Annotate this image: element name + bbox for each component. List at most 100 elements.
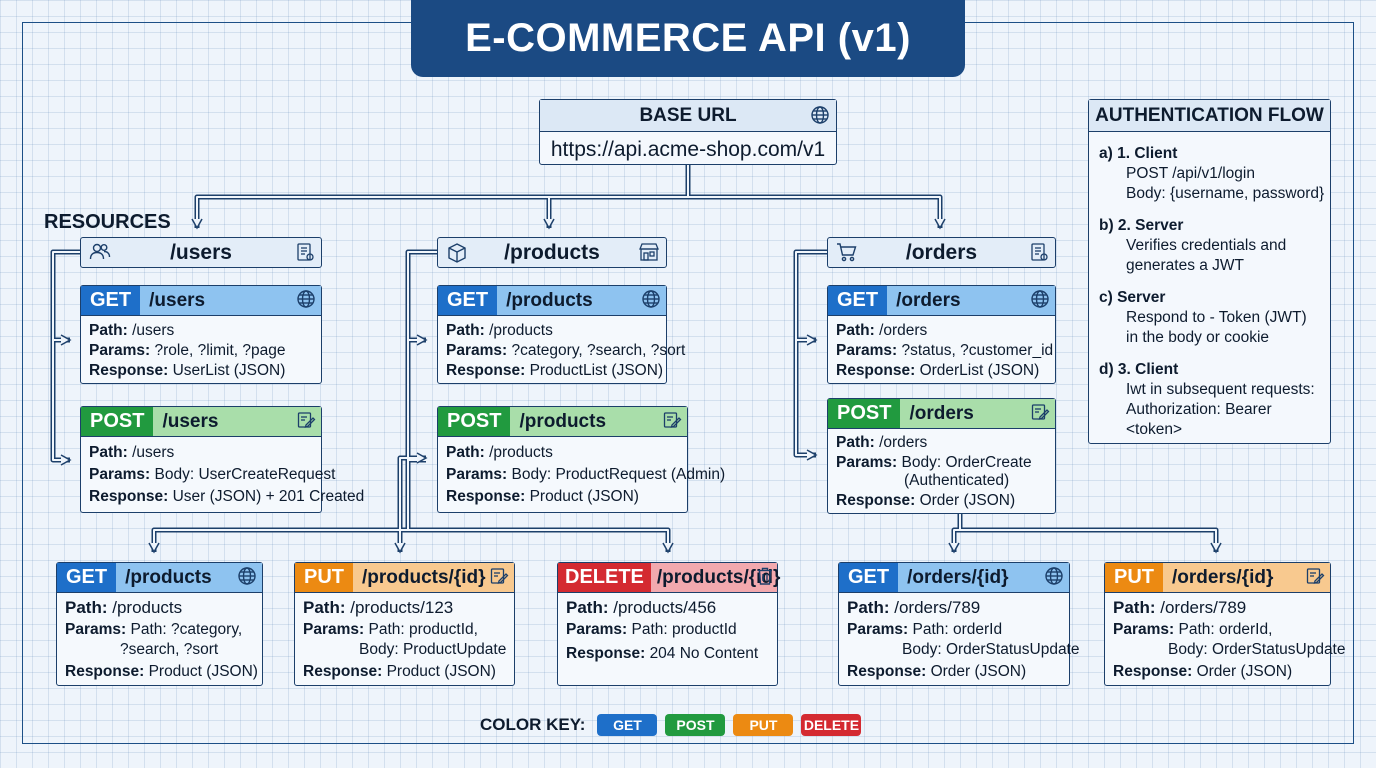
globe-icon <box>296 289 316 314</box>
response-label: Response: <box>1113 663 1193 680</box>
params-value: Path: orderId, <box>1178 621 1273 638</box>
params-label: Params: <box>836 454 898 471</box>
params-continuation: Body: OrderStatusUpdate <box>1168 641 1346 658</box>
document-icon <box>1029 242 1049 268</box>
auth-step: c) Server Respond to - Token (JWT) in th… <box>1089 288 1330 348</box>
base-url-label: BASE URL <box>639 104 737 126</box>
endpoint-path: /products <box>519 410 607 432</box>
response-label: Response: <box>847 663 927 680</box>
response-label: Response: <box>303 663 383 680</box>
method-badge: POST <box>828 399 901 428</box>
response-value: User (JSON) + 201 Created <box>172 488 365 505</box>
params-label: Params: <box>1113 621 1175 638</box>
path-label: Path: <box>836 322 875 339</box>
params-label: Params: <box>89 466 151 483</box>
response-value: Order (JSON) <box>1196 663 1293 680</box>
auth-step-label: a) 1. Client <box>1099 145 1178 162</box>
params-value: Path: productId, <box>368 621 478 638</box>
endpoint-path: /orders <box>909 402 974 424</box>
params-value: Body: UserCreateRequest <box>154 466 336 483</box>
path-label: Path: <box>566 598 609 617</box>
endpoint-card-get-products-detail[interactable]: GET/products Path: /products Params: Pat… <box>56 562 263 686</box>
auth-step-line: Body: {username, password} <box>1126 185 1325 202</box>
endpoint-card-put-products[interactable]: PUT/products/{id} Path: /products/123 Pa… <box>294 562 515 686</box>
response-value: OrderList (JSON) <box>919 362 1040 379</box>
path-label: Path: <box>847 598 890 617</box>
path-value: /products <box>489 444 553 461</box>
authentication-flow-panel: AUTHENTICATION FLOW a) 1. Client POST /a… <box>1088 99 1331 444</box>
response-label: Response: <box>446 362 526 379</box>
color-key-label: COLOR KEY: <box>480 715 586 734</box>
params-label: Params: <box>65 621 127 638</box>
path-label: Path: <box>1113 598 1156 617</box>
endpoint-card-put-orders[interactable]: PUT/orders/{id} Path: /orders/789 Params… <box>1104 562 1346 686</box>
endpoint-card-post-users[interactable]: POST/users Path: /users Params: Body: Us… <box>80 406 364 513</box>
response-value: Product (JSON) <box>386 663 496 680</box>
auth-step-line: in the body or cookie <box>1126 329 1270 346</box>
path-value: /orders/789 <box>1160 598 1247 617</box>
edit-icon <box>489 566 509 591</box>
params-continuation: Body: OrderStatusUpdate <box>902 641 1080 658</box>
auth-step-label: b) 2. Server <box>1099 217 1184 234</box>
resource-orders-header[interactable]: /orders <box>827 237 1056 268</box>
response-label: Response: <box>836 492 916 509</box>
base-url-box: BASE URL https://api.acme-shop.com/v1 <box>539 99 837 165</box>
path-value: /users <box>132 322 175 339</box>
endpoint-card-get-users[interactable]: GET/users Path: /users Params: ?role, ?l… <box>80 285 322 384</box>
edit-icon <box>662 410 682 435</box>
params-value: Path: ?category, <box>130 621 243 638</box>
endpoint-path: /users <box>149 289 206 311</box>
response-value: Order (JSON) <box>930 663 1027 680</box>
auth-step: a) 1. Client POST /api/v1/login Body: {u… <box>1089 144 1330 204</box>
color-key-post: POST <box>665 714 726 736</box>
page-title: E-COMMERCE API (v1) <box>411 0 965 77</box>
response-label: Response: <box>566 645 646 662</box>
auth-step: b) 2. Server Verifies credentials and ge… <box>1089 216 1330 276</box>
globe-icon <box>1030 289 1050 314</box>
method-badge: GET <box>438 286 498 315</box>
method-badge: GET <box>81 286 141 315</box>
response-value: Product (JSON) <box>148 663 258 680</box>
globe-icon <box>641 289 661 314</box>
params-value: Body: OrderCreate <box>901 454 1032 471</box>
endpoint-card-get-products[interactable]: GET/products Path: /products Params: ?ca… <box>437 285 685 384</box>
document-icon <box>295 242 315 268</box>
edit-icon <box>1030 402 1050 427</box>
edit-icon <box>296 410 316 435</box>
base-url-value[interactable]: https://api.acme-shop.com/v1 <box>550 138 826 161</box>
resource-products-header[interactable]: /products <box>437 237 667 268</box>
params-label: Params: <box>446 342 508 359</box>
endpoint-path: /users <box>162 410 219 432</box>
method-badge: GET <box>828 286 888 315</box>
endpoint-card-delete-products[interactable]: DELETE/products/{id} Path: /products/456… <box>557 562 780 686</box>
response-label: Response: <box>89 362 169 379</box>
endpoint-path: /products <box>125 566 212 588</box>
endpoint-card-get-orders[interactable]: GET/orders Path: /orders Params: ?status… <box>827 285 1056 384</box>
resource-users-header[interactable]: /users <box>80 237 322 268</box>
cart-icon <box>836 242 858 268</box>
color-key: COLOR KEY: GET POST PUT DELETE <box>480 714 862 736</box>
color-key-delete: DELETE <box>801 714 862 736</box>
endpoint-card-post-products[interactable]: POST/products Path: /products Params: Bo… <box>437 406 725 513</box>
endpoint-path: /orders/{id} <box>907 566 1009 588</box>
response-value: Product (JSON) <box>529 488 639 505</box>
endpoint-card-get-order-detail[interactable]: GET/orders/{id} Path: /orders/789 Params… <box>838 562 1080 686</box>
edit-icon <box>1305 566 1325 591</box>
auth-step-line: Authorization: Bearer <token> <box>1126 401 1272 438</box>
params-label: Params: <box>836 342 898 359</box>
endpoint-card-post-orders[interactable]: POST/orders Path: /orders Params: Body: … <box>827 398 1056 514</box>
path-label: Path: <box>89 322 128 339</box>
globe-icon <box>810 105 830 131</box>
params-label: Params: <box>89 342 151 359</box>
path-value: /products/123 <box>350 598 454 617</box>
base-url-header: BASE URL <box>540 100 836 132</box>
auth-step-label: c) Server <box>1099 289 1166 306</box>
params-value: Path: orderId <box>912 621 1003 638</box>
path-value: /orders <box>879 322 928 339</box>
users-icon <box>89 242 111 268</box>
params-value: ?role, ?limit, ?page <box>154 342 286 359</box>
auth-step-line: Respond to - Token (JWT) <box>1126 309 1307 326</box>
response-label: Response: <box>89 488 169 505</box>
resources-label: RESOURCES <box>44 211 171 233</box>
